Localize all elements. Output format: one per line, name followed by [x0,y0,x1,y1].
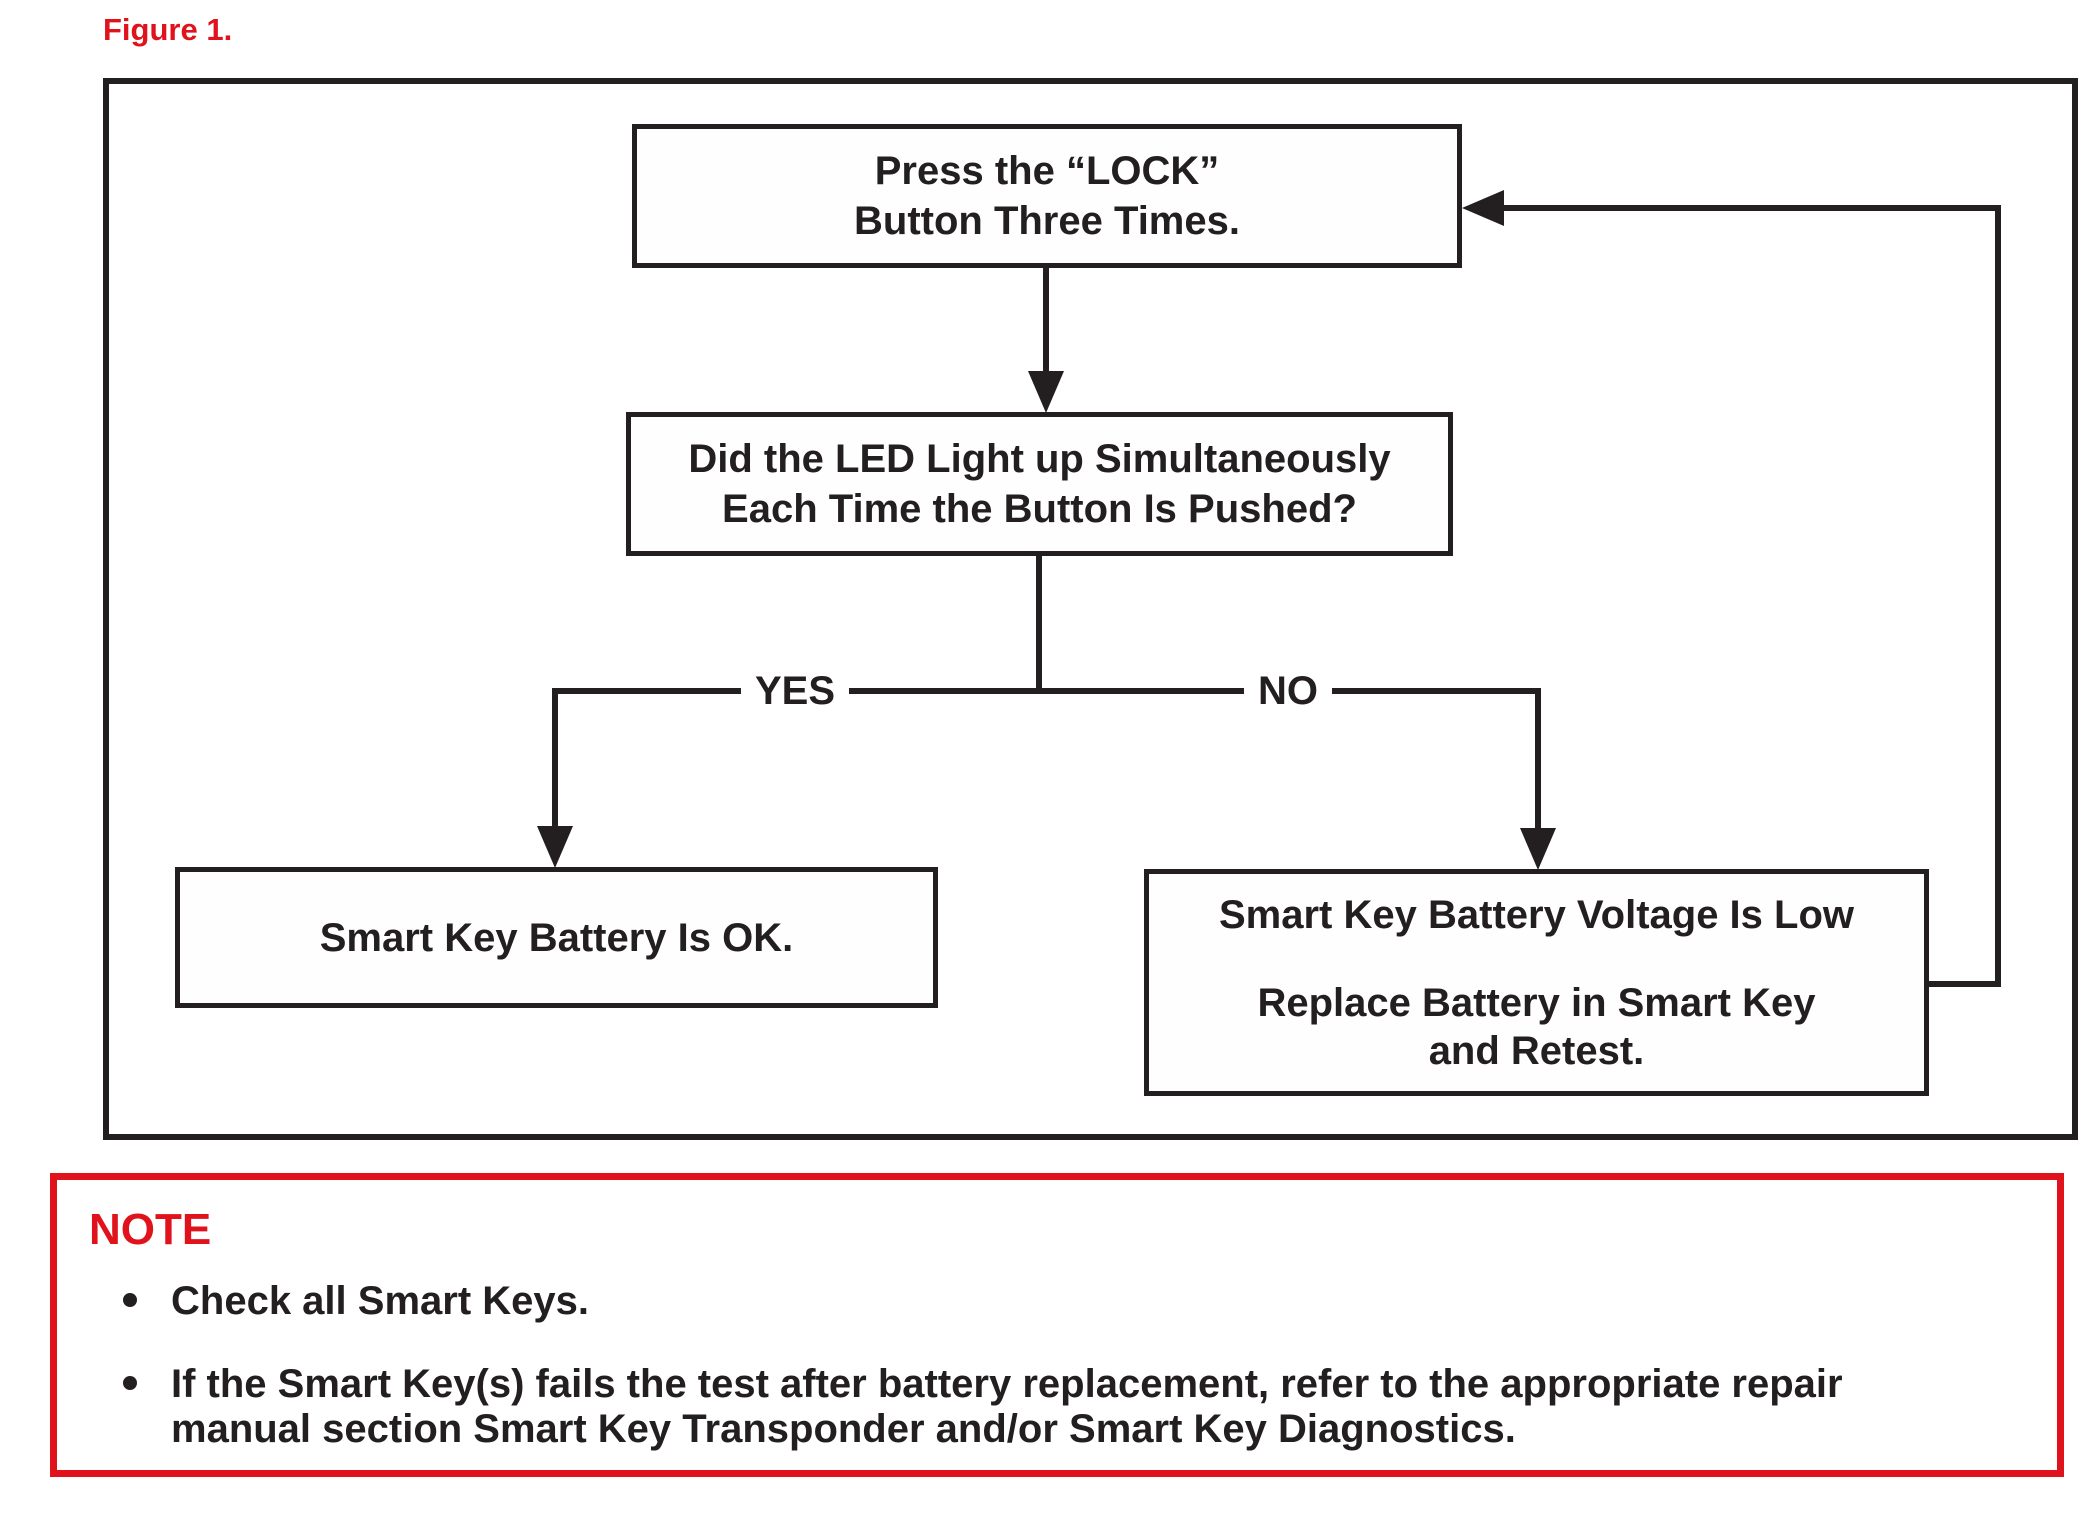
battery-low-line1: Replace Battery in Smart Key [1257,980,1816,1025]
connector-decision-to-branch [1036,554,1042,692]
note-bullet-2: If the Smart Key(s) fails the test after… [171,1362,1843,1452]
note-bullet-1: Check all Smart Keys. [171,1279,589,1324]
arrowhead-down-icon [1028,371,1064,413]
branch-label-no: NO [1244,669,1332,713]
note-bullet-1-line1: Check all Smart Keys. [171,1279,589,1323]
flowchart-box-battery-ok: Smart Key Battery Is OK. [175,867,938,1008]
connector-step1-to-decision [1043,266,1049,374]
flowchart-box-led-decision: Did the LED Light up Simultaneously Each… [626,412,1453,556]
led-decision-line1: Did the LED Light up Simultaneously [688,437,1391,481]
figure-title: Figure 1. [103,12,233,47]
note-bullet-2-line1: If the Smart Key(s) fails the test after… [171,1362,1843,1406]
bullet-icon [123,1293,137,1307]
branch-label-yes: YES [740,669,850,713]
bullet-icon [123,1376,137,1390]
connector-yes-branch [552,688,558,826]
flowchart-box-press-lock: Press the “LOCK” Button Three Times. [632,124,1462,268]
note-bullet-2-line2: manual section Smart Key Transponder and… [171,1407,1516,1451]
press-lock-line1: Press the “LOCK” [874,149,1220,193]
press-lock-line2: Button Three Times. [854,199,1240,243]
arrowhead-down-icon [537,826,573,868]
branch-line [552,688,1540,694]
connector-no-branch [1535,688,1541,830]
battery-low-heading: Smart Key Battery Voltage Is Low [1219,892,1854,937]
arrowhead-left-icon [1462,190,1504,226]
arrowhead-down-icon [1520,828,1556,870]
flowchart-box-battery-low: Smart Key Battery Voltage Is Low Replace… [1144,869,1929,1096]
battery-low-line2: and Retest. [1428,1028,1645,1073]
feedback-line-vertical [1995,205,2001,987]
battery-ok-line1: Smart Key Battery Is OK. [319,915,794,960]
feedback-line-top [1498,205,2001,211]
note-box: NOTE Check all Smart Keys. If the Smart … [50,1173,2064,1477]
led-decision-line2: Each Time the Button Is Pushed? [722,487,1357,531]
feedback-line-stub [1928,981,2000,987]
note-title: NOTE [89,1205,212,1254]
